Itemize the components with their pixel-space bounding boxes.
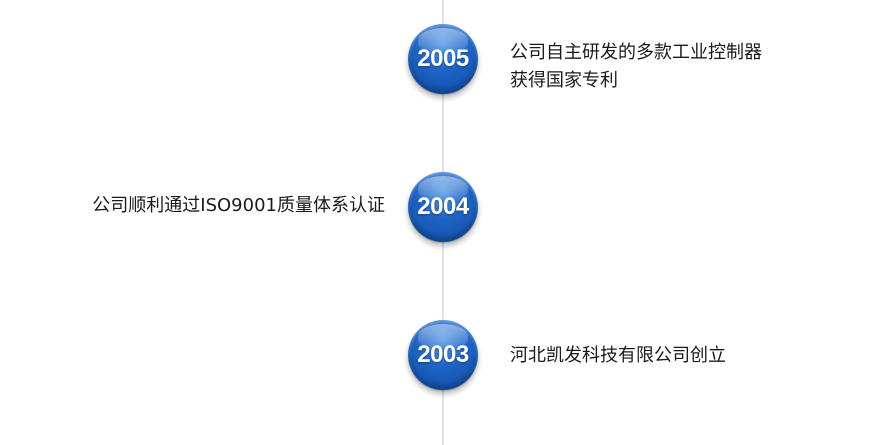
- year-badge-2005: 2005: [408, 24, 478, 94]
- description-line: 公司自主研发的多款工业控制器: [510, 42, 762, 63]
- year-badge-2003: 2003: [408, 320, 478, 390]
- year-label: 2005: [417, 45, 469, 72]
- year-label: 2003: [417, 341, 469, 368]
- milestone-2003: 2003 河北凯发科技有限公司创立: [0, 320, 885, 390]
- milestone-2005: 2005 公司自主研发的多款工业控制器 获得国家专利: [0, 24, 885, 94]
- description-line: 公司顺利通过ISO9001质量体系认证: [92, 195, 385, 216]
- milestone-description: 公司自主研发的多款工业控制器 获得国家专利: [510, 39, 762, 95]
- description-line: 获得国家专利: [510, 70, 618, 91]
- year-label: 2004: [417, 193, 469, 220]
- description-line: 河北凯发科技有限公司创立: [510, 345, 726, 366]
- milestone-2004: 公司顺利通过ISO9001质量体系认证 2004: [0, 172, 885, 242]
- year-badge-2004: 2004: [408, 172, 478, 242]
- milestone-description: 河北凯发科技有限公司创立: [510, 342, 726, 370]
- milestone-description: 公司顺利通过ISO9001质量体系认证: [92, 192, 385, 220]
